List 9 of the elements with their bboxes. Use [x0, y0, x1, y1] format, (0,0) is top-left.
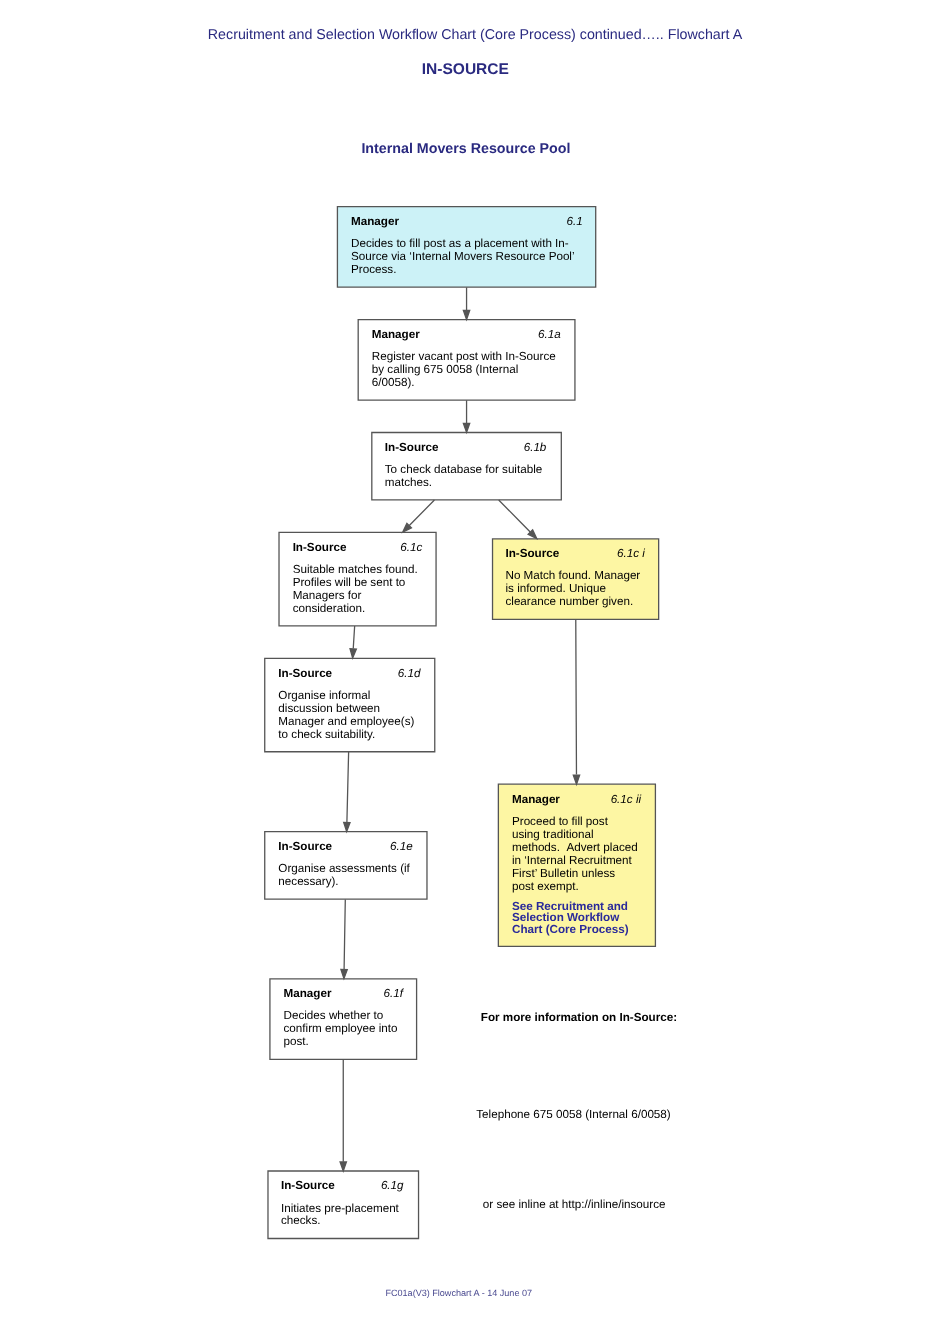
arrow — [461, 399, 470, 435]
arrow — [339, 898, 348, 981]
arrow — [341, 751, 350, 834]
arrow — [348, 625, 357, 660]
arrow — [461, 286, 470, 322]
arrow — [338, 1059, 347, 1173]
arrow — [400, 499, 435, 534]
arrow — [571, 619, 580, 787]
arrow — [497, 499, 538, 540]
